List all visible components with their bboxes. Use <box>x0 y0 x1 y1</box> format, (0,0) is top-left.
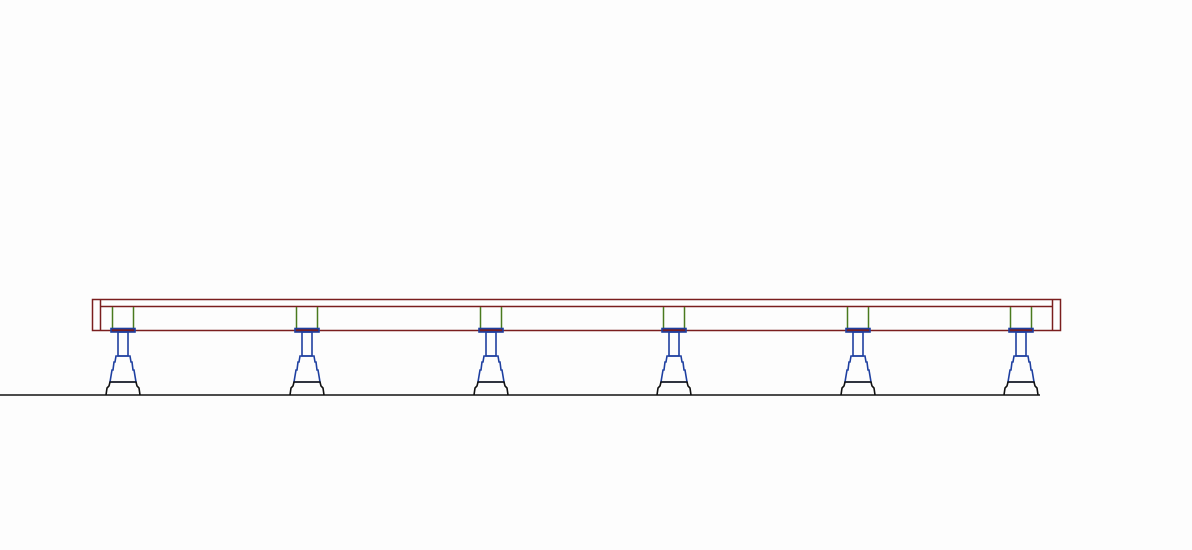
pedestal <box>105 307 141 396</box>
pedestal-base <box>105 381 141 396</box>
pedestal-base <box>289 381 325 396</box>
pedestal-stem <box>668 331 680 357</box>
pedestal-stem <box>117 331 129 357</box>
pedestal-stem <box>485 331 497 357</box>
pedestal-body <box>1007 355 1035 383</box>
pedestal <box>840 307 876 396</box>
pedestal <box>656 307 692 396</box>
pedestal-body <box>477 355 505 383</box>
pedestal-body <box>109 355 137 383</box>
pedestal-group <box>105 307 1039 396</box>
pedestal-base <box>473 381 509 396</box>
pedestal-body <box>660 355 688 383</box>
pedestal-base <box>840 381 876 396</box>
pedestal-stem <box>852 331 864 357</box>
pedestal-base <box>656 381 692 396</box>
pedestal-body <box>844 355 872 383</box>
pedestal-stem <box>301 331 313 357</box>
pedestal-base <box>1003 381 1039 396</box>
pedestal-stem <box>1015 331 1027 357</box>
deck-frame <box>91 298 1062 332</box>
pedestal <box>289 307 325 396</box>
pedestal-body <box>293 355 321 383</box>
pedestal <box>1003 307 1039 396</box>
deck-outer-rim <box>91 298 1062 332</box>
pedestal <box>473 307 509 396</box>
